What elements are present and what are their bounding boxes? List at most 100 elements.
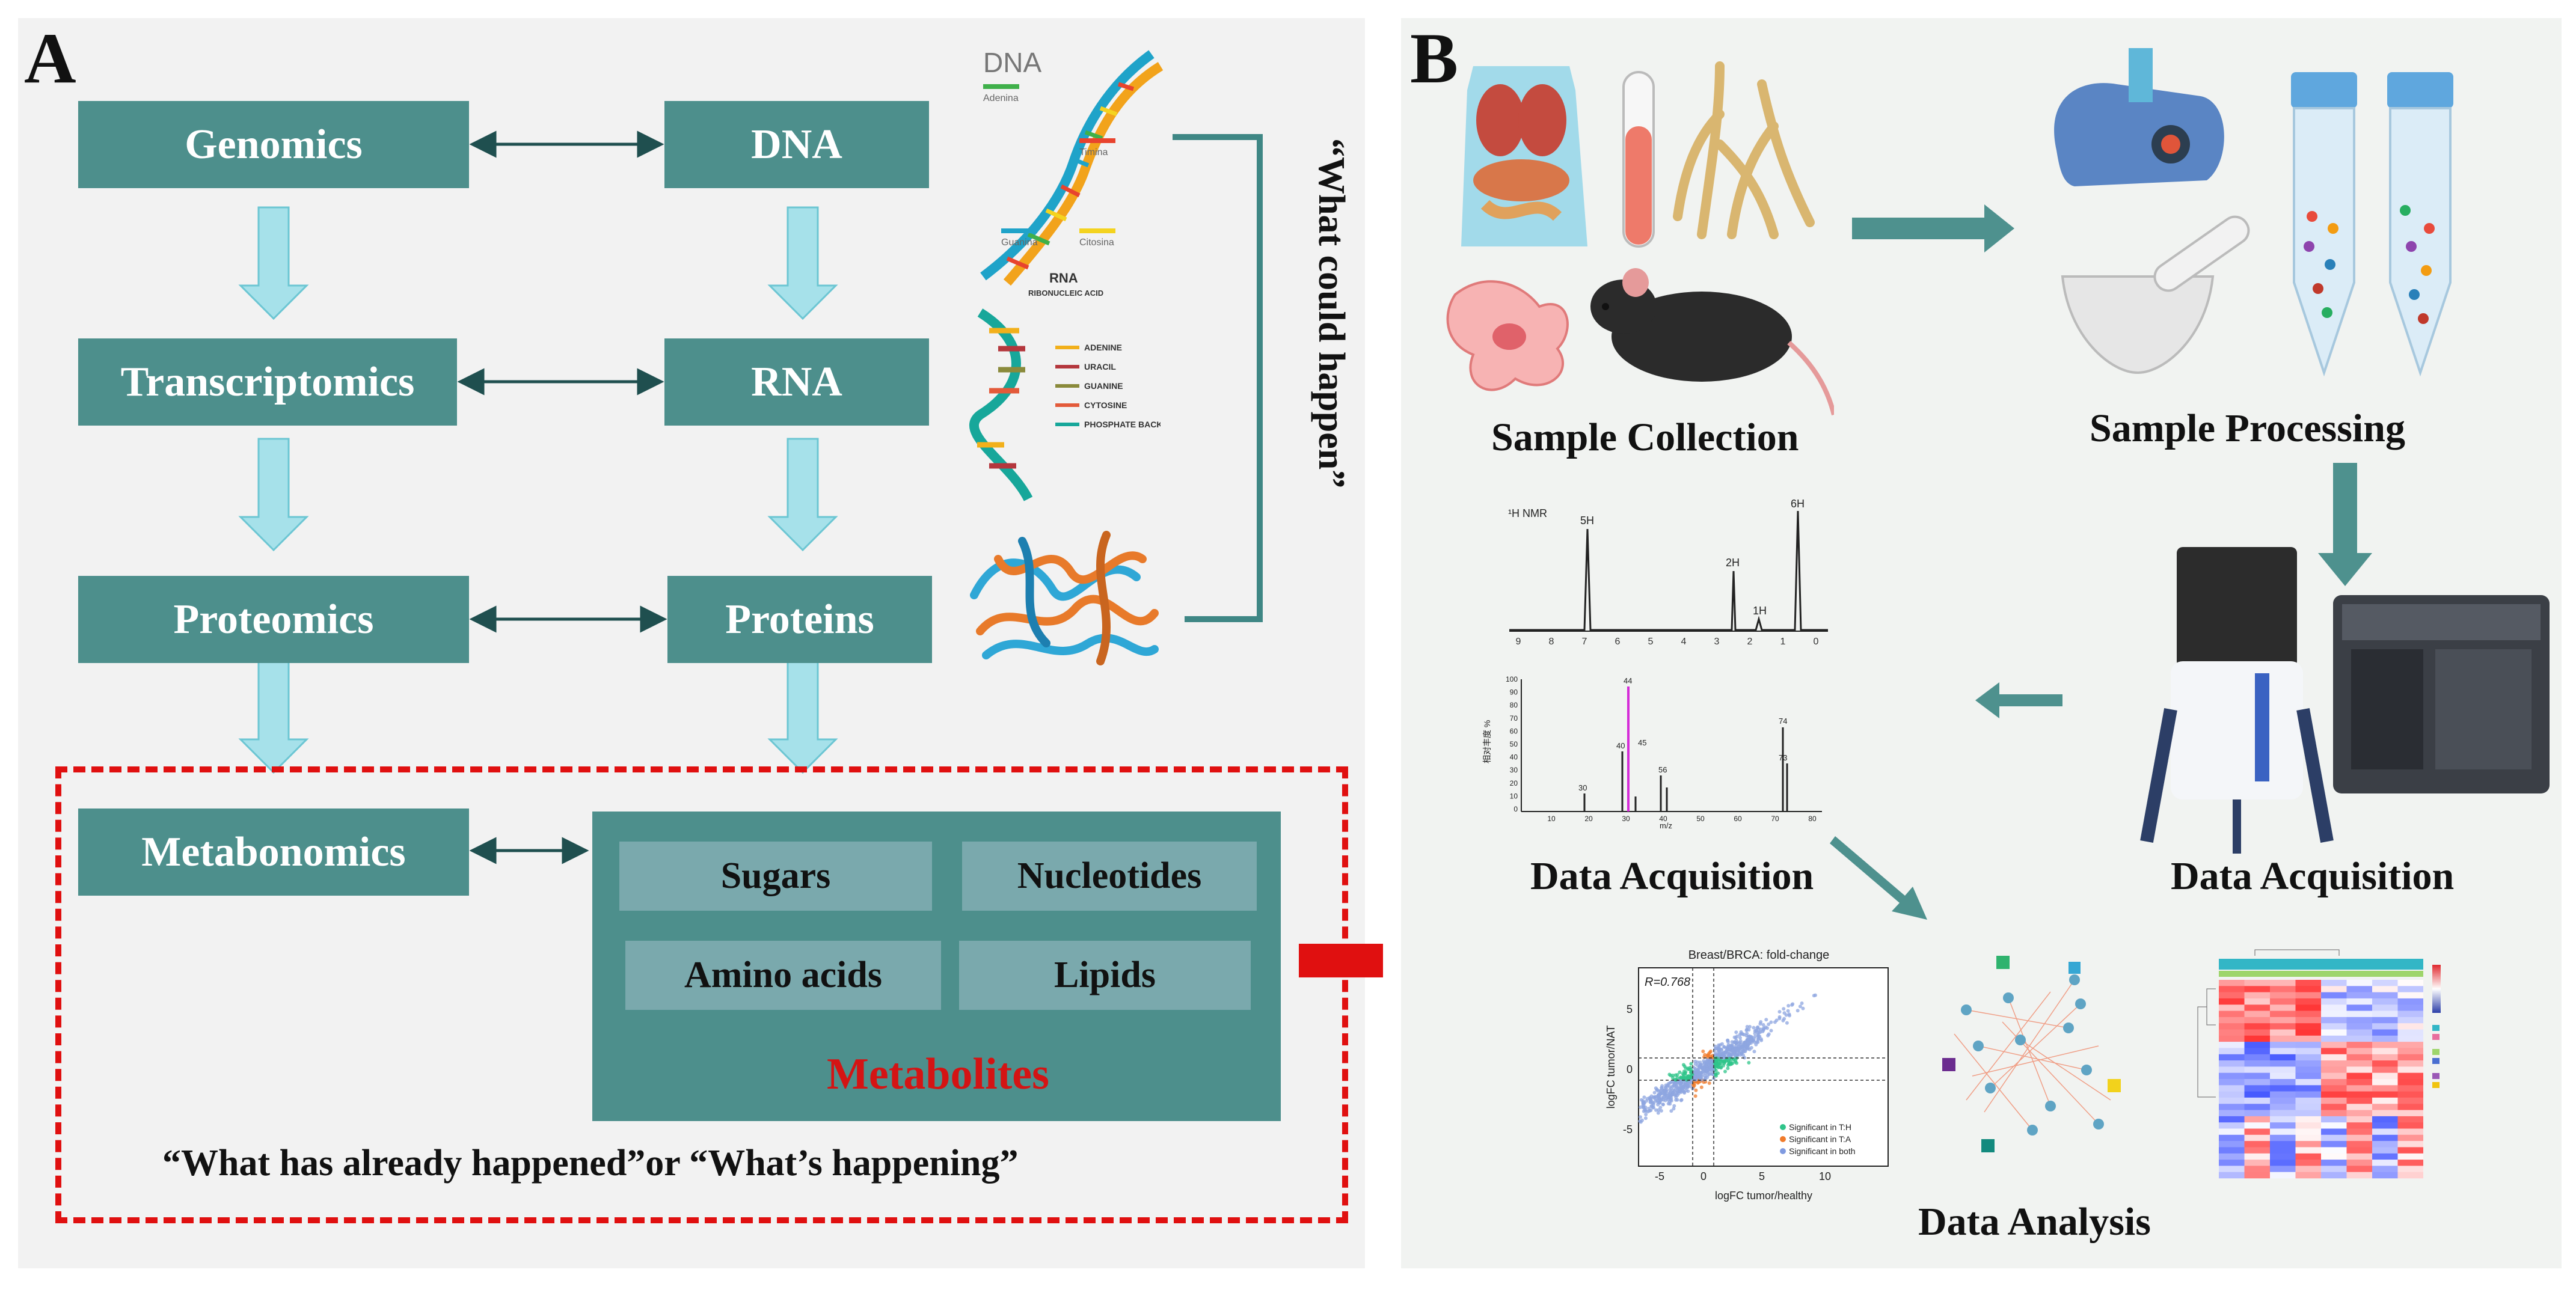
scatter-point xyxy=(1749,1046,1753,1050)
heatmap-cell xyxy=(2270,1085,2296,1092)
heatmap-cell xyxy=(2346,1097,2372,1104)
scatter-point xyxy=(1758,1022,1762,1026)
scatter-point xyxy=(1669,1087,1673,1091)
heatmap-cell xyxy=(2270,1042,2296,1048)
heatmap-cell xyxy=(2219,1141,2245,1148)
scatter-point xyxy=(1782,1016,1786,1021)
heatmap-cell xyxy=(2397,1042,2423,1048)
scatter-point xyxy=(1684,1076,1688,1080)
scatter-point xyxy=(1660,1086,1664,1090)
heatmap-cell xyxy=(2219,1066,2245,1073)
panel-b-connectors xyxy=(1830,204,2372,920)
rna-illustration: RNA RIBONUCLEIC ACID ADENINE URACIL GUAN… xyxy=(969,271,1161,501)
ms-ytick-label: 70 xyxy=(1510,714,1518,723)
heatmap-cell xyxy=(2372,1048,2398,1054)
heatmap-cell xyxy=(2321,1023,2347,1030)
heatmap-cell xyxy=(2397,1035,2423,1042)
scatter-point xyxy=(1648,1108,1652,1113)
scatter-point xyxy=(1672,1104,1676,1108)
heatmap-cell xyxy=(2295,1141,2321,1148)
nmr-tick-label: 9 xyxy=(1516,637,1521,647)
scatter-point xyxy=(1748,1025,1752,1029)
heatmap-cell xyxy=(2270,1147,2296,1154)
scatter-point xyxy=(1752,1026,1756,1030)
scatter-point xyxy=(1656,1111,1660,1115)
proteins-box: Proteins xyxy=(667,576,932,663)
mouse-icon xyxy=(1590,268,1834,415)
heatmap-cell xyxy=(2346,998,2372,1005)
scatter-point xyxy=(1752,1050,1756,1054)
scatter-point xyxy=(1688,1084,1693,1089)
heatmap-cell xyxy=(2372,1029,2398,1036)
scatter-point xyxy=(1689,1062,1693,1066)
scatter-point xyxy=(1745,1025,1749,1029)
heatmap-cell xyxy=(2244,1023,2270,1030)
lipids-box: Lipids xyxy=(959,941,1251,1010)
heatmap-cell xyxy=(2244,1110,2270,1117)
heatmap-cell xyxy=(2397,998,2423,1005)
scatter-point xyxy=(1717,1052,1722,1056)
dna-illustration: DNA Adenina Timina Guanina Citosina xyxy=(980,47,1164,286)
heatmap-cell xyxy=(2346,1160,2372,1166)
scatter-point xyxy=(1761,1023,1765,1027)
ms-ytick-label: 20 xyxy=(1510,779,1518,787)
scatter-point xyxy=(1644,1113,1648,1116)
heatmap-cell xyxy=(2372,1110,2398,1117)
heatmap-cell xyxy=(2346,1166,2372,1172)
heatmap-cell xyxy=(2219,1166,2245,1172)
heatmap-cell xyxy=(2244,1160,2270,1166)
heatmap-cell xyxy=(2270,1066,2296,1073)
data-acquisition-left-label: Data Acquisition xyxy=(1530,854,1814,898)
heatmap-cell xyxy=(2372,1054,2398,1061)
ms-ytick-label: 80 xyxy=(1510,701,1518,709)
ms-xtick-label: 60 xyxy=(1734,815,1742,823)
heatmap-cell xyxy=(2244,1029,2270,1036)
heatmap-cell xyxy=(2346,1060,2372,1067)
scatter-xtick-label: 5 xyxy=(1759,1170,1765,1182)
heatmap-cell xyxy=(2397,1141,2423,1148)
heatmap xyxy=(2197,949,2441,1179)
heatmap-cell xyxy=(2346,1004,2372,1011)
scatter-point xyxy=(1723,1060,1727,1065)
heatmap-cell xyxy=(2295,998,2321,1005)
heatmap-cell xyxy=(2372,1079,2398,1086)
rna-legend-label: ADENINE xyxy=(1084,343,1122,352)
dna-base-label: Adenina xyxy=(983,93,1019,103)
scatter-point xyxy=(1769,1029,1773,1033)
heatmap-cell xyxy=(2270,1072,2296,1080)
scatter-point xyxy=(1753,1032,1757,1036)
heatmap-cell xyxy=(2219,1097,2245,1104)
heatmap-cell xyxy=(2270,980,2296,986)
heatmap-cell xyxy=(2397,986,2423,992)
heatmap-cell xyxy=(2346,1010,2372,1018)
heatmap-cell xyxy=(2321,1091,2347,1098)
heatmap-cell xyxy=(2372,1035,2398,1042)
heatmap-cell xyxy=(2346,1153,2372,1160)
sugars-box: Sugars xyxy=(619,842,932,911)
heatmap-cell xyxy=(2346,1172,2372,1179)
scatter-point xyxy=(1713,1047,1717,1051)
nmr-tick-label: 2 xyxy=(1747,637,1753,647)
dna-base-label: Guanina xyxy=(1001,237,1038,248)
heatmap-cell xyxy=(2321,1004,2347,1011)
heatmap-cell xyxy=(2270,1054,2296,1061)
scatter-point xyxy=(1704,1069,1708,1073)
heatmap-cell xyxy=(2372,1023,2398,1030)
heatmap-cell xyxy=(2372,1010,2398,1018)
scatter-point xyxy=(1737,1044,1741,1048)
heatmap-cell xyxy=(2219,1079,2245,1086)
ms-peak-label: 73 xyxy=(1779,753,1787,762)
heatmap-cell xyxy=(2372,1160,2398,1166)
heatmap-cell xyxy=(2219,1085,2245,1092)
heatmap-cell xyxy=(2397,1079,2423,1086)
heatmap-cell xyxy=(2219,1153,2245,1160)
heatmap-cell xyxy=(2321,1116,2347,1123)
heatmap-cell xyxy=(2219,1122,2245,1129)
heatmap-cell xyxy=(2295,1128,2321,1136)
scatter-point xyxy=(1655,1088,1659,1092)
scatter-point xyxy=(1743,1043,1747,1047)
heatmap-cell xyxy=(2295,1042,2321,1048)
ms-peak-label: 56 xyxy=(1658,765,1667,774)
down-arrow-transcriptomics xyxy=(238,438,309,552)
